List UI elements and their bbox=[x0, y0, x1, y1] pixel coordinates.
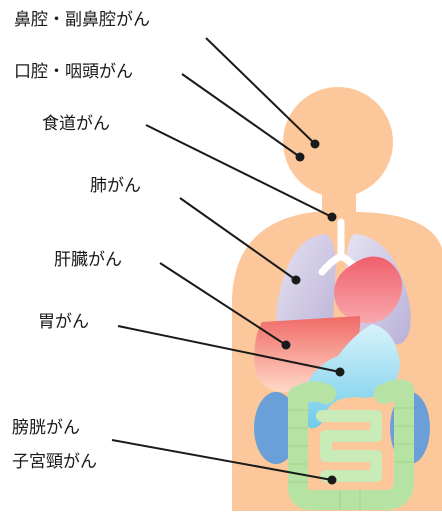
label-lung-cancer: 肺がん bbox=[90, 176, 141, 196]
label-esophageal-cancer: 食道がん bbox=[42, 114, 110, 134]
label-stomach-cancer: 胃がん bbox=[38, 312, 89, 332]
label-nasal-cancer: 鼻腔・副鼻腔がん bbox=[14, 10, 150, 30]
leader-line-oral bbox=[182, 74, 300, 157]
label-oral-pharyngeal-cancer: 口腔・咽頭がん bbox=[14, 62, 133, 82]
label-cervical-cancer: 子宮頸がん bbox=[12, 452, 97, 472]
label-bladder-cancer: 膀胱がん bbox=[12, 418, 80, 438]
label-liver-cancer: 肝臓がん bbox=[54, 250, 122, 270]
